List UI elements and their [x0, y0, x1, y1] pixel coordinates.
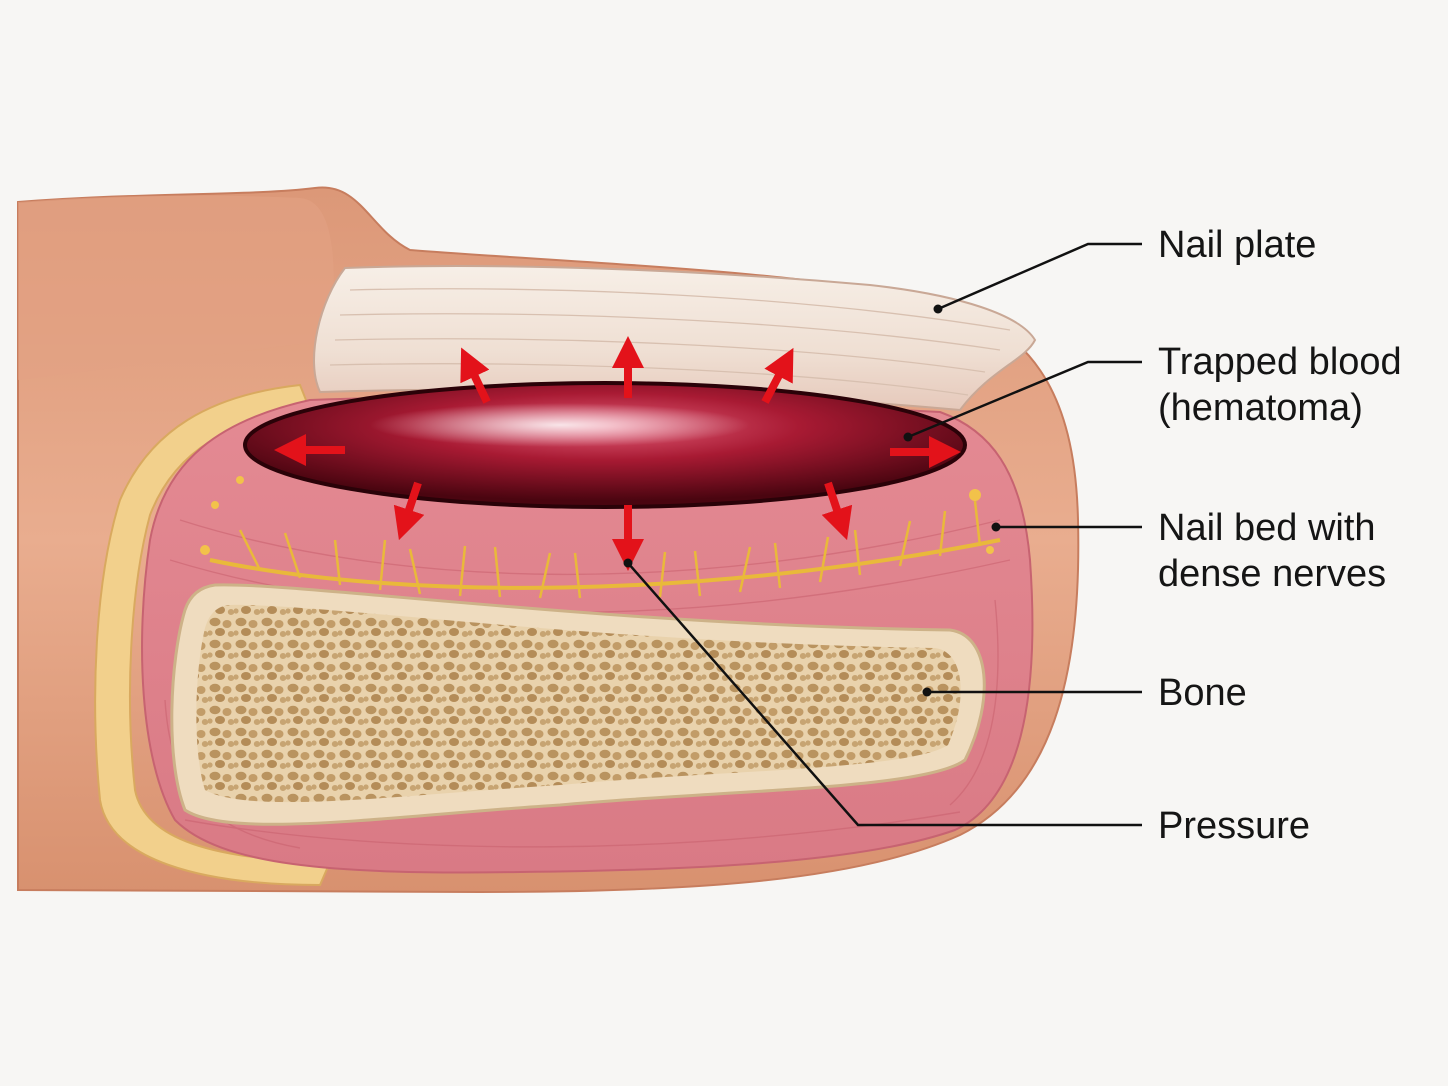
arrow-down-left: [393, 481, 425, 541]
nerve-endings: [200, 476, 994, 555]
fat-layer: [94, 383, 332, 887]
arrow-up-right: [761, 347, 794, 404]
leader-trapped-blood: [907, 360, 1142, 439]
label-trapped-blood: Trapped blood (hematoma): [1158, 341, 1402, 429]
leader-nail-plate: [937, 242, 1142, 311]
arrow-down-right: [821, 481, 853, 541]
cuticle-fold: [18, 195, 334, 380]
label-nail-plate: Nail plate: [1158, 224, 1317, 266]
label-nail-bed: Nail bed with dense nerves: [1158, 507, 1387, 595]
nail-plate-striations: [329, 288, 1011, 396]
nail-plate-shape: [313, 264, 1037, 412]
hematoma-shine: [370, 403, 750, 447]
bone-spongy: [196, 604, 961, 803]
label-bone: Bone: [1158, 672, 1247, 714]
label-pressure: Pressure: [1158, 805, 1311, 847]
arrow-up-left: [460, 347, 491, 404]
leader-pressure: [627, 562, 1142, 827]
leader-anchors: [623, 304, 1001, 697]
pressure-arrows: [274, 336, 961, 571]
callout-leaders: [627, 242, 1142, 827]
nail-bed-nerves: [209, 500, 1001, 599]
